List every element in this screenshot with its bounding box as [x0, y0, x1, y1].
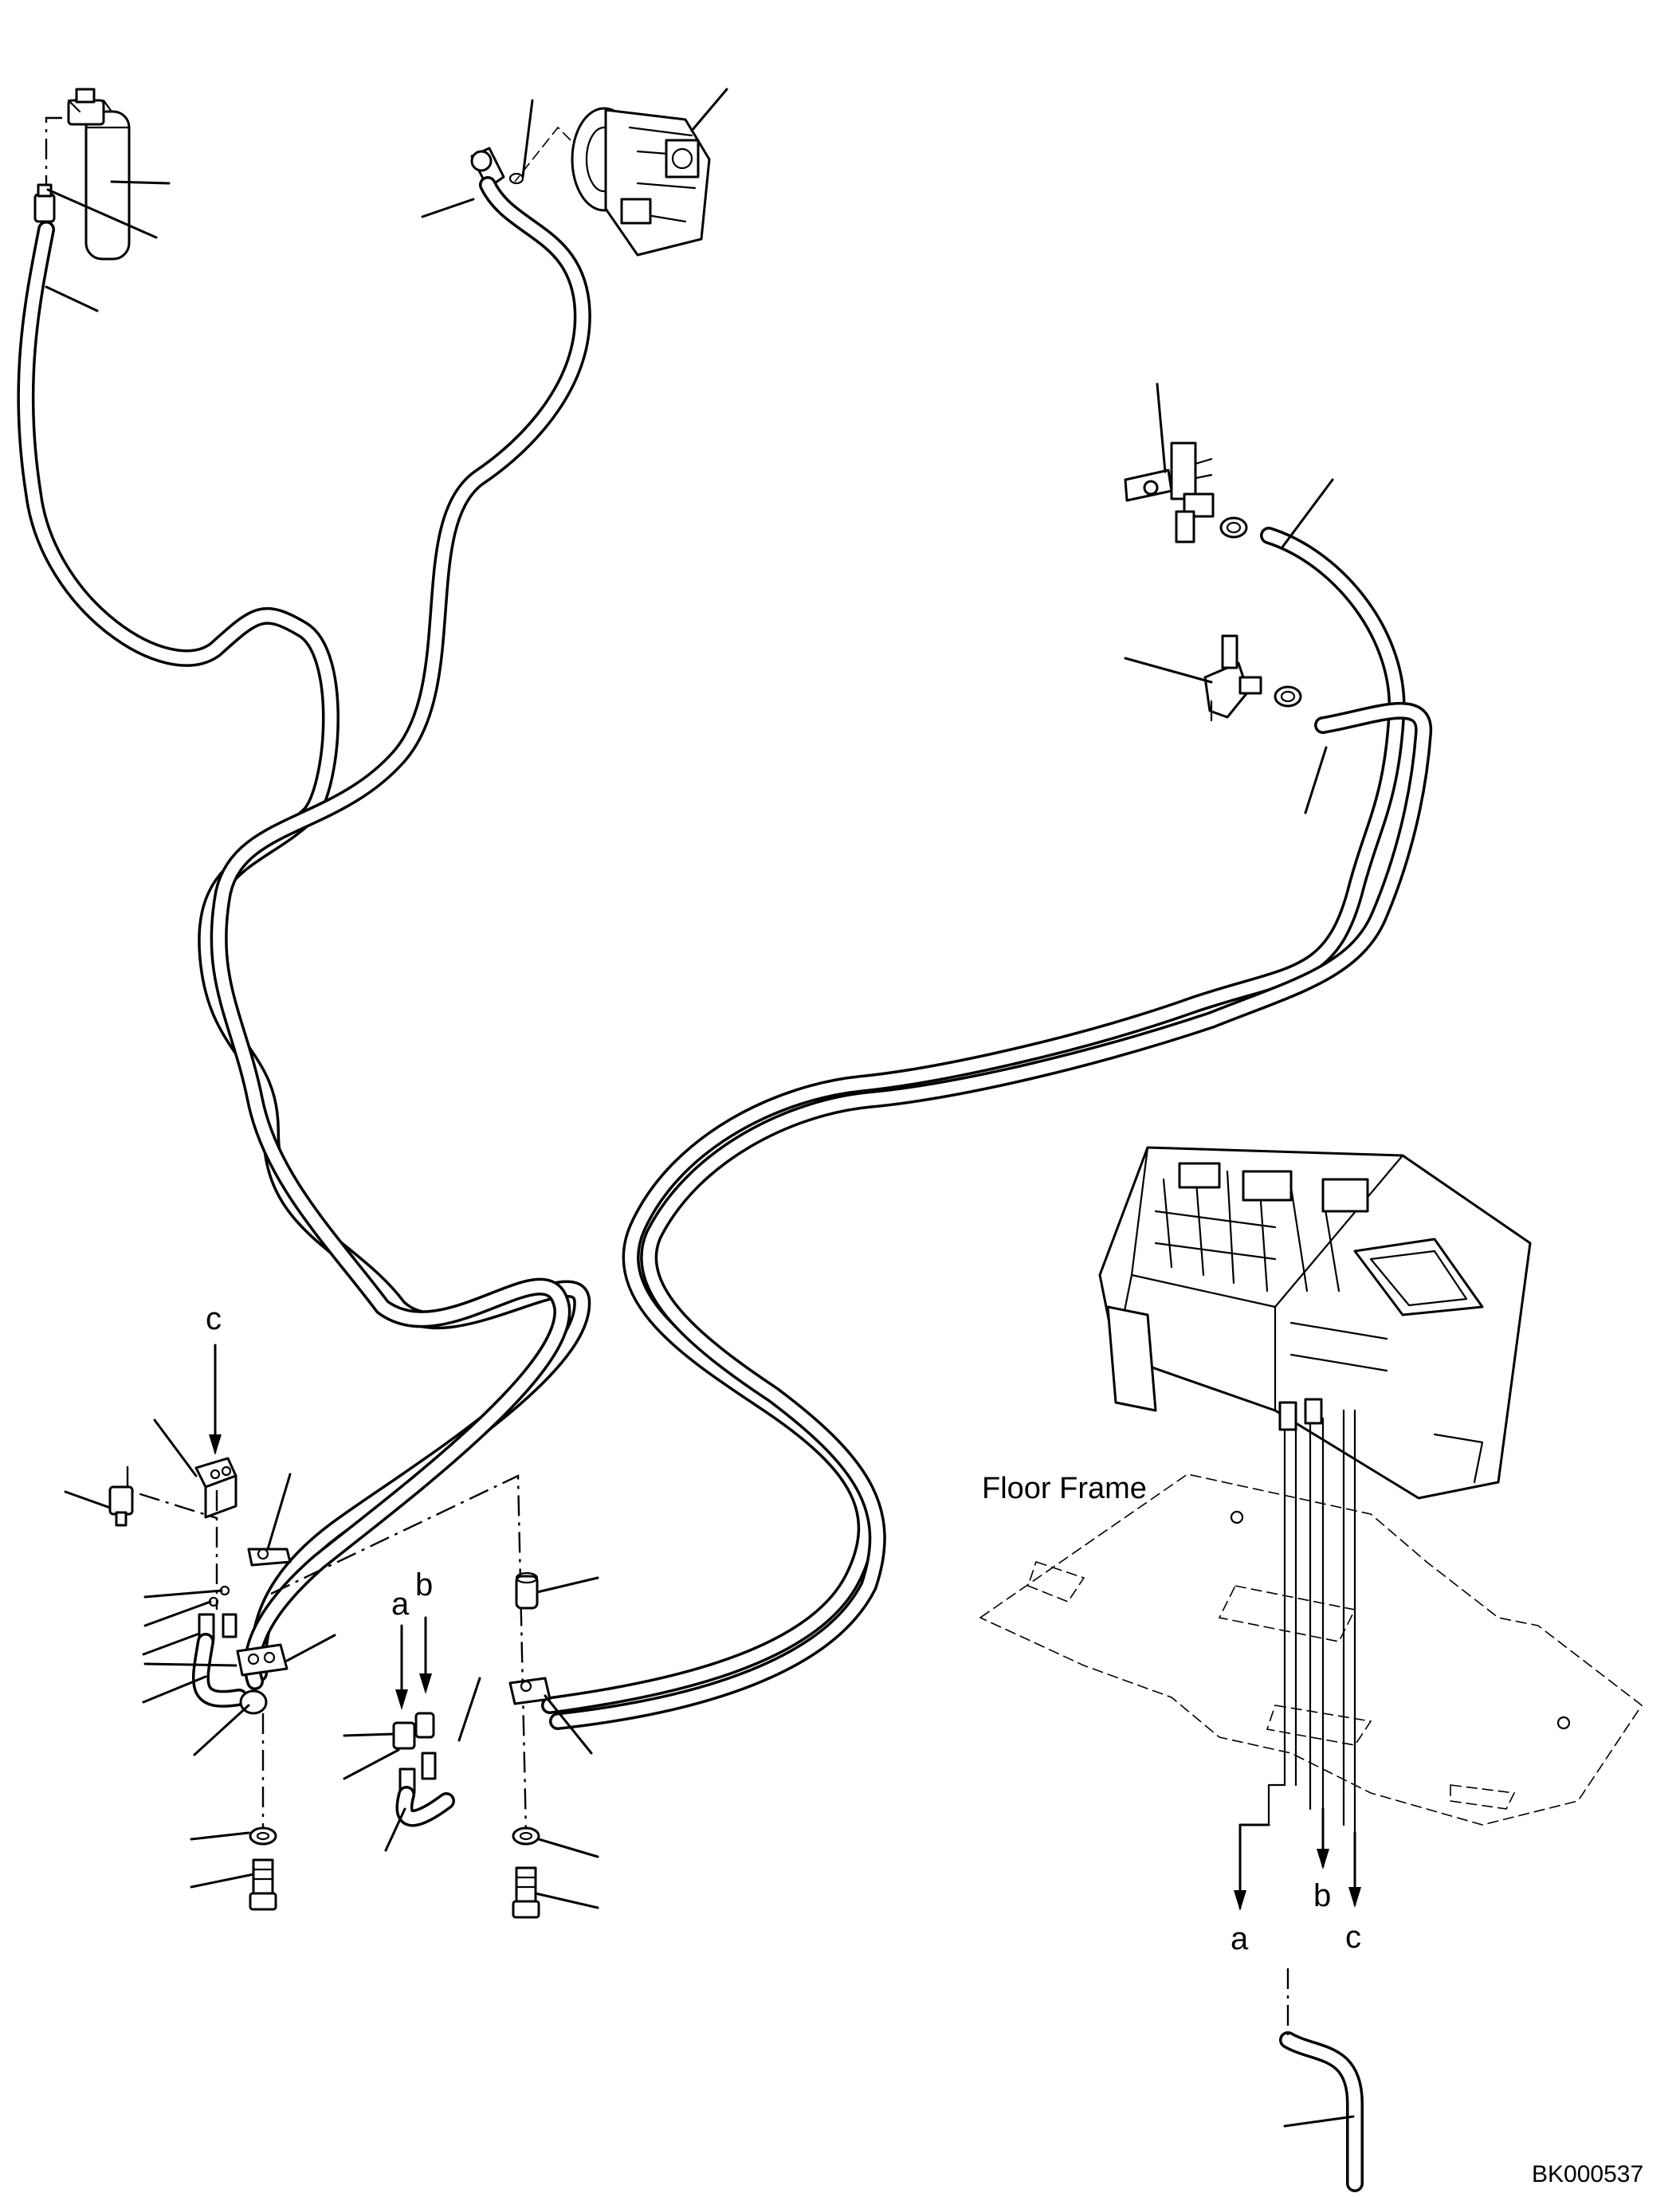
pipe-fitting-center	[392, 1712, 455, 1827]
ref-a-right-label: a	[1231, 1921, 1249, 1956]
receiver-drier-centerline	[45, 116, 62, 185]
drawing-code: BK000537	[1532, 2161, 1643, 2187]
arrow-b-left	[419, 1616, 432, 1694]
ref-b-left-label: b	[415, 1567, 433, 1603]
clamp-mid-left	[236, 1643, 289, 1677]
leader-lines	[45, 88, 1355, 2128]
drain-tube	[1279, 1968, 1364, 2192]
bolt-center	[512, 1866, 540, 1919]
bracket-centerline	[126, 1466, 218, 1610]
clamp-upper-left	[247, 1548, 292, 1567]
valve-upper-clamp	[1219, 516, 1248, 539]
spacer-collar	[515, 1571, 539, 1610]
arrow-b-right	[1317, 1807, 1329, 1869]
ref-c-left-label: c	[206, 1301, 222, 1336]
ref-a-left-label: a	[391, 1587, 410, 1622]
compressor	[571, 107, 711, 257]
arrow-c-left	[209, 1344, 222, 1455]
washer-center	[512, 1826, 540, 1846]
pipe-fitting-left	[192, 1613, 268, 1715]
flange-bolt-upper	[108, 1485, 134, 1527]
mounting-bracket	[194, 1457, 237, 1519]
hose-unit-lower	[549, 701, 1433, 1730]
floor-frame	[979, 1473, 1643, 1826]
arrow-a-right	[1234, 1823, 1270, 1911]
arrow-c-right	[1348, 1831, 1361, 1908]
arrow-a-left	[395, 1624, 408, 1710]
bolt-left	[249, 1858, 277, 1911]
hose-compressor-to-frame	[210, 176, 591, 1690]
valve-lower-clamp	[1274, 685, 1302, 708]
clamp-center	[508, 1677, 551, 1705]
floor-frame-label: Floor Frame	[982, 1472, 1147, 1505]
washer-left	[249, 1826, 277, 1846]
expansion-valve-lower	[1203, 634, 1262, 722]
hose-unit-top	[541, 527, 1406, 1714]
unit-drop-pipes	[1267, 1398, 1356, 1834]
air-conditioner-unit	[1098, 1146, 1532, 1500]
compressor-port-line	[514, 126, 571, 182]
expansion-valve-upper	[1124, 441, 1215, 543]
ref-c-right-label: c	[1345, 1920, 1361, 1955]
receiver-drier	[67, 88, 131, 261]
compressor-hose-fitting	[470, 147, 524, 190]
ref-b-right-label: b	[1313, 1878, 1331, 1913]
hose-receiver-to-frame	[17, 221, 591, 1682]
assembly-centerline	[270, 1474, 528, 1834]
